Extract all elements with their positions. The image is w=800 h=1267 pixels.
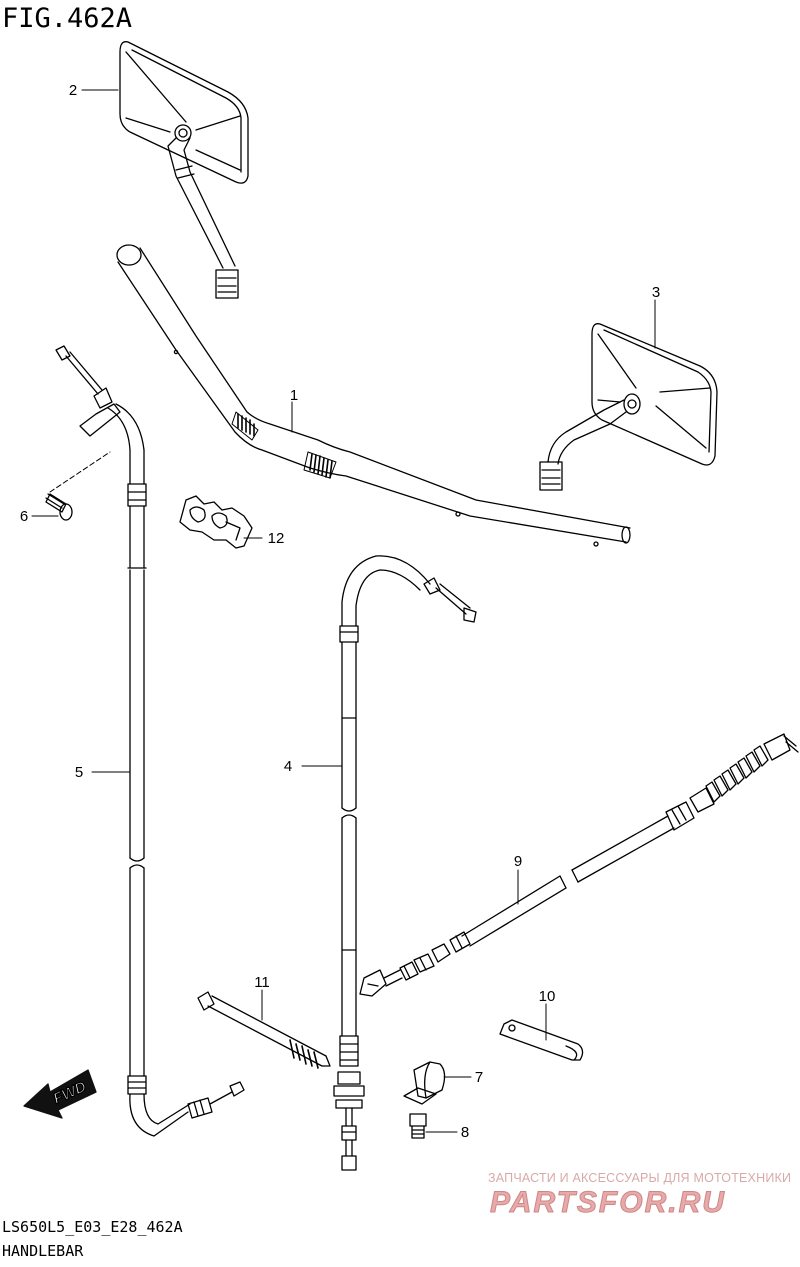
callout-numbers: 1 2 3 4 5 6 7 8 9 10 11 12 [20, 82, 660, 1141]
callout-5: 5 [75, 764, 83, 781]
right-mirror[interactable] [539, 323, 718, 491]
model-code: LS650L5_E03_E28_462A [2, 1218, 183, 1236]
callout-3: 3 [652, 284, 660, 301]
clamp-7[interactable] [403, 1061, 446, 1105]
watermark-caption: ЗАПЧАСТИ И АКСЕССУАРЫ ДЛЯ МОТОТЕХНИКИ [488, 1171, 792, 1185]
figure-title: FIG.462A [2, 3, 133, 34]
callout-9: 9 [514, 853, 522, 870]
callout-12: 12 [268, 530, 285, 547]
cable-left[interactable] [55, 345, 245, 1137]
callout-6: 6 [20, 508, 28, 525]
callout-4: 4 [284, 758, 292, 775]
cable-tie-11[interactable] [197, 991, 331, 1069]
callout-1: 1 [290, 387, 298, 404]
fwd-arrow-icon: FWD [23, 1069, 97, 1119]
callout-11: 11 [254, 974, 270, 991]
clutch-cable[interactable] [359, 733, 799, 997]
handlebar[interactable] [116, 244, 631, 547]
page-name: HANDLEBAR [2, 1242, 84, 1260]
watermark-logo: PARTSFOR.RU [490, 1186, 726, 1219]
left-mirror[interactable] [119, 41, 249, 299]
callout-leaders [31, 89, 656, 1133]
callout-2: 2 [69, 82, 77, 99]
callout-10: 10 [539, 988, 556, 1005]
bolt-6[interactable] [45, 451, 111, 521]
bracket-10[interactable] [499, 1019, 584, 1061]
bolt-8[interactable] [409, 1113, 427, 1139]
clamp-12[interactable] [179, 495, 253, 549]
cable-center[interactable] [333, 555, 477, 1171]
callout-8: 8 [461, 1124, 469, 1141]
callout-7: 7 [475, 1069, 483, 1086]
